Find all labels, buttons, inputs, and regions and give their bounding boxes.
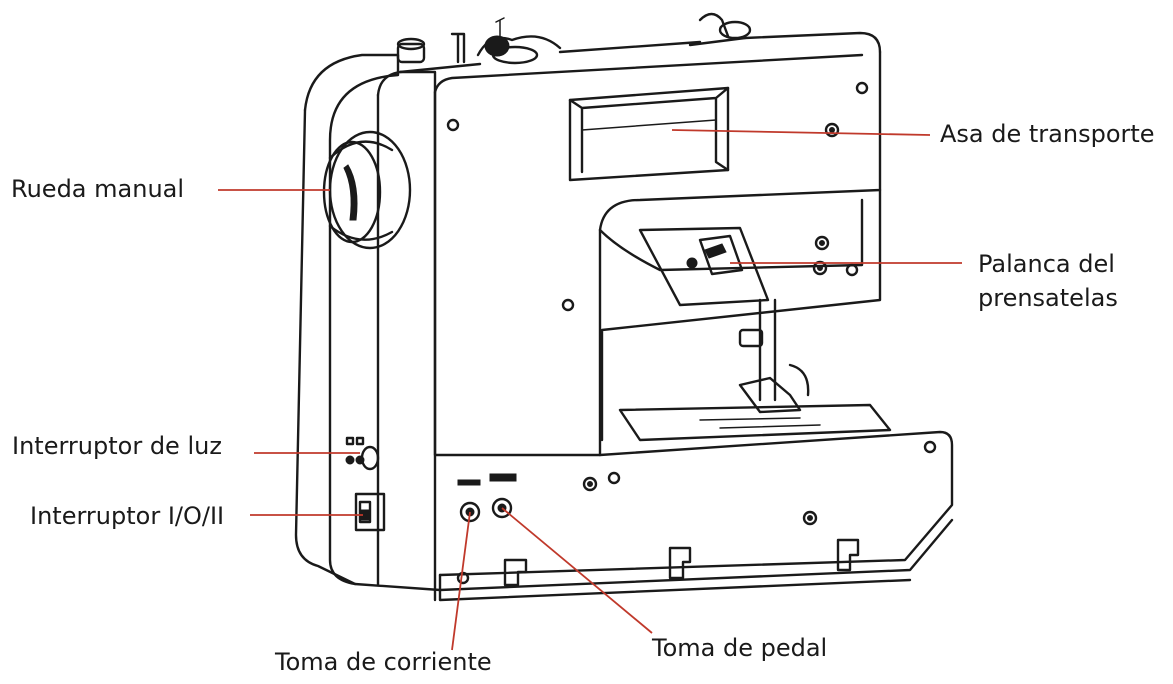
label-rueda-manual: Rueda manual [11,175,184,204]
machine-front-face [435,52,880,455]
screws [448,83,935,583]
label-toma-corriente: Toma de corriente [275,648,492,677]
power-switch [356,494,384,530]
machine-base [440,432,952,575]
label-palanca-line2: prensatelas [978,284,1118,313]
carry-handle [570,88,728,180]
label-palanca-line1: Palanca del [978,250,1115,279]
leader-asa-transporte [672,130,930,135]
label-interruptor-io: Interruptor I/O/II [30,502,224,531]
hand-wheel [324,132,410,248]
top-accessories [398,14,750,63]
label-toma-pedal: Toma de pedal [652,634,827,663]
label-asa-transporte: Asa de transporte [940,120,1155,149]
pedal-socket [490,474,516,517]
leader-toma-pedal [502,508,652,633]
label-interruptor-luz: Interruptor de luz [12,432,222,461]
machine-left-shell [305,55,440,590]
